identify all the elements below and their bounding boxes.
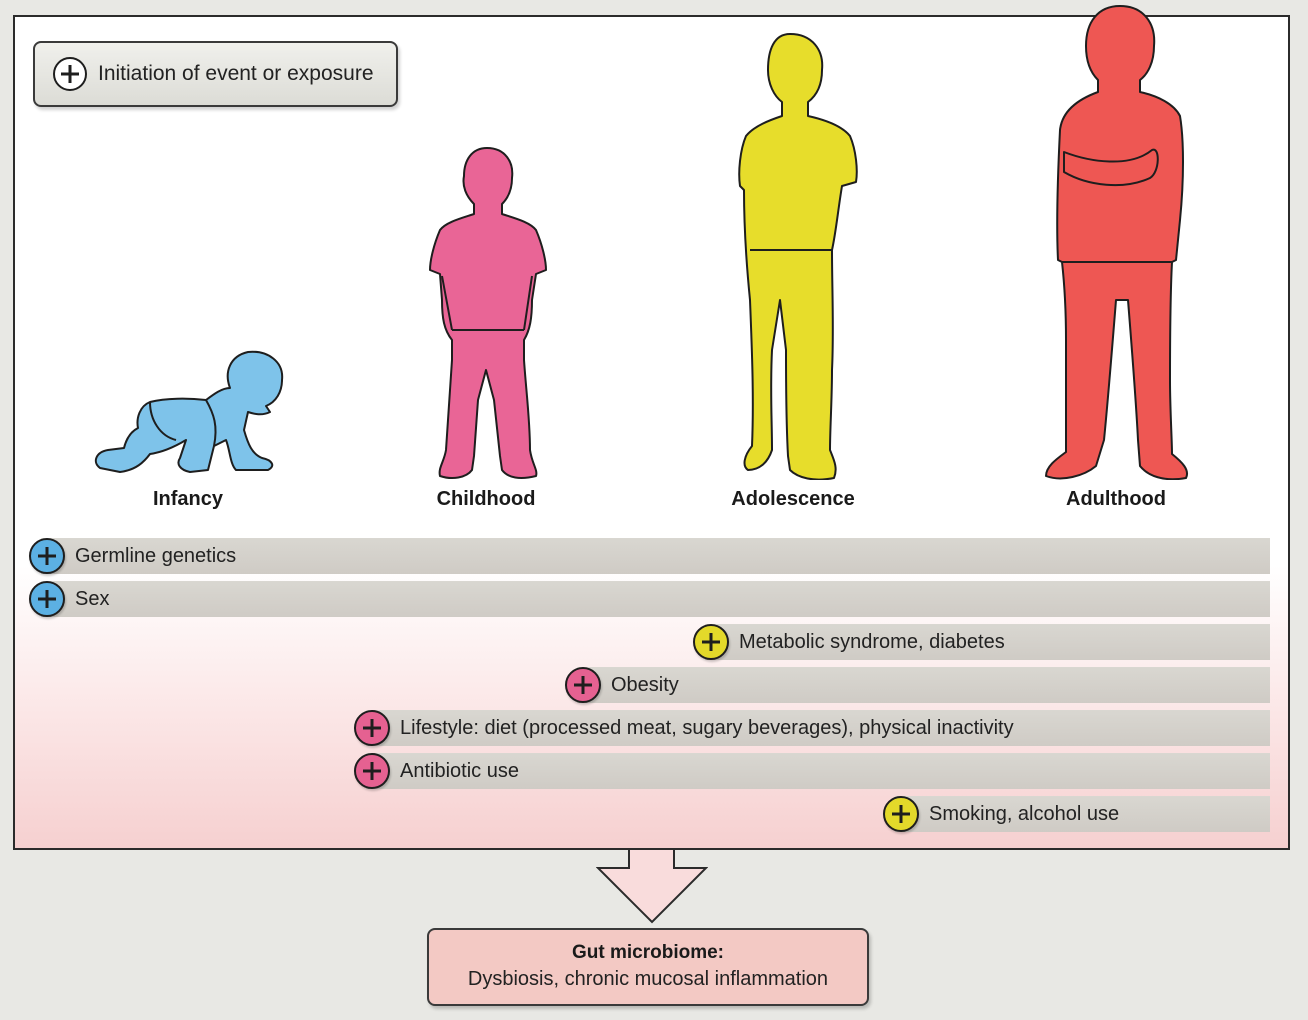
exposure-bar-smoking-alcohol: Smoking, alcohol use (883, 796, 1270, 832)
exposure-label: Smoking, alcohol use (929, 802, 1120, 825)
exposure-label: Lifestyle: diet (processed meat, sugary … (400, 716, 1014, 739)
adult-figure (1045, 5, 1188, 480)
legend-label: Initiation of event or exposure (98, 62, 374, 85)
exposure-bar-lifestyle: Lifestyle: diet (processed meat, sugary … (354, 710, 1270, 746)
stage-label-childhood: Childhood (436, 488, 536, 510)
plus-icon (53, 57, 87, 91)
stage-label-adolescence: Adolescence (731, 488, 855, 510)
plus-icon (693, 624, 729, 660)
life-stage-figures (94, 5, 1188, 480)
plus-icon (883, 796, 919, 832)
exposure-label: Metabolic syndrome, diabetes (739, 630, 1005, 653)
outcome-title: Gut microbiome: (571, 942, 724, 963)
child-figure (429, 147, 547, 479)
legend-box: Initiation of event or exposure (33, 41, 398, 107)
plus-icon (565, 667, 601, 703)
exposure-label: Antibiotic use (400, 759, 519, 782)
exposure-bar-obesity: Obesity (565, 667, 1270, 703)
plus-icon (29, 538, 65, 574)
exposure-bar-sex: Sex (29, 581, 1270, 617)
plus-icon (29, 581, 65, 617)
down-arrow-icon (596, 850, 708, 924)
exposure-bar-germline-genetics: Germline genetics (29, 538, 1270, 574)
exposure-label: Sex (75, 587, 110, 610)
stage-label-adulthood: Adulthood (1066, 488, 1166, 510)
outcome-box: Gut microbiome: Dysbiosis, chronic mucos… (427, 928, 869, 1006)
exposure-bar-metabolic-syndrome: Metabolic syndrome, diabetes (693, 624, 1270, 660)
plus-icon (354, 710, 390, 746)
infant-figure (94, 350, 284, 473)
exposure-bar-antibiotic-use: Antibiotic use (354, 753, 1270, 789)
stage-label-infancy: Infancy (152, 488, 224, 510)
outcome-subtitle: Dysbiosis, chronic mucosal inflammation (467, 968, 829, 990)
exposure-label: Obesity (611, 673, 679, 696)
exposure-label: Germline genetics (75, 544, 237, 567)
adolescent-figure (738, 33, 858, 480)
plus-icon (354, 753, 390, 789)
